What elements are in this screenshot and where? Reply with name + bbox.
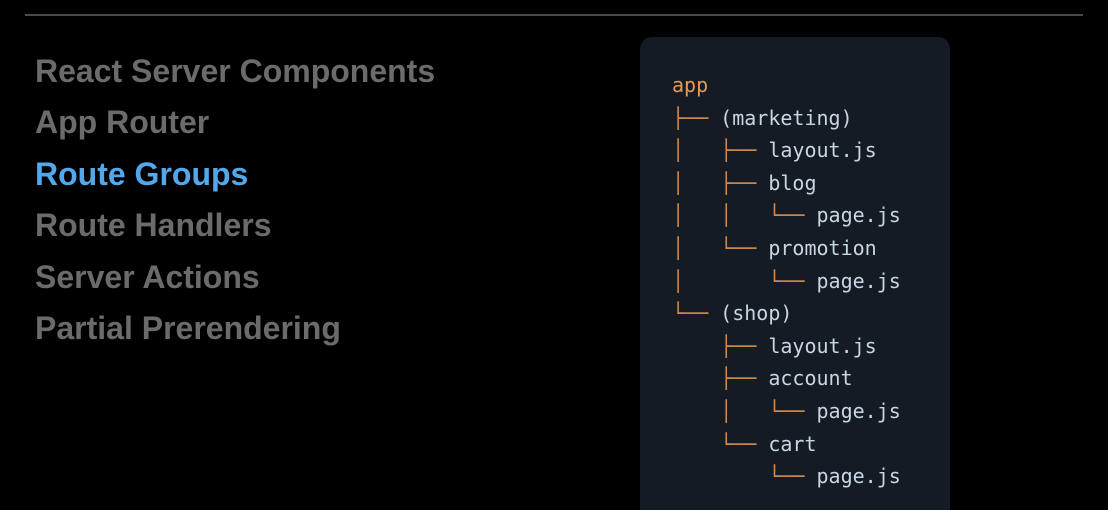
tree-label: blog bbox=[768, 170, 817, 195]
tree-node-promotion-page: │ └── page.js bbox=[672, 265, 901, 298]
file-tree: app ├── (marketing) │ ├── layout.js │ ├─… bbox=[672, 69, 901, 493]
tree-node-blog: │ ├── blog bbox=[672, 167, 901, 200]
tree-node-account: ├── account bbox=[672, 362, 901, 395]
topic-server-actions[interactable]: Server Actions bbox=[35, 258, 260, 295]
tree-label: page.js bbox=[816, 464, 901, 489]
tree-guide: │ ├── bbox=[672, 170, 769, 195]
tree-guide: └── bbox=[672, 431, 769, 456]
tree-guide: │ └── bbox=[672, 268, 817, 293]
tree-guide: │ └── bbox=[672, 235, 769, 260]
tree-node-shop-layout: ├── layout.js bbox=[672, 330, 901, 363]
topic-react-server-components[interactable]: React Server Components bbox=[35, 53, 436, 89]
tree-label: (shop) bbox=[720, 301, 793, 326]
tree-label: layout.js bbox=[768, 333, 877, 358]
file-tree-panel: app ├── (marketing) │ ├── layout.js │ ├─… bbox=[640, 37, 950, 510]
tree-guide: │ ├── bbox=[672, 138, 769, 163]
tree-guide: ├── bbox=[672, 333, 769, 358]
tree-node-app: app bbox=[672, 69, 901, 102]
tree-node-promotion: │ └── promotion bbox=[672, 232, 901, 265]
tree-node-marketing-layout: │ ├── layout.js bbox=[672, 134, 901, 167]
tree-node-account-page: │ └── page.js bbox=[672, 395, 901, 428]
tree-label: account bbox=[768, 366, 853, 391]
tree-node-marketing: ├── (marketing) bbox=[672, 102, 901, 135]
topic-list: React Server Components App Router Route… bbox=[35, 46, 435, 354]
tree-guide: └── bbox=[672, 464, 817, 489]
tree-label: page.js bbox=[816, 203, 901, 228]
tree-label: page.js bbox=[816, 268, 901, 293]
topic-route-handlers[interactable]: Route Handlers bbox=[35, 207, 272, 244]
tree-guide: ├── bbox=[672, 366, 769, 391]
tree-label: (marketing) bbox=[720, 105, 853, 130]
tree-node-cart: └── cart bbox=[672, 428, 901, 461]
topic-app-router[interactable]: App Router bbox=[35, 104, 210, 141]
tree-label: layout.js bbox=[768, 138, 877, 163]
tree-guide: │ └── bbox=[672, 398, 817, 423]
top-divider bbox=[25, 14, 1083, 16]
tree-node-blog-page: │ │ └── page.js bbox=[672, 199, 901, 232]
topic-partial-prerendering[interactable]: Partial Prerendering bbox=[35, 309, 341, 346]
tree-label: page.js bbox=[816, 398, 901, 423]
tree-label: cart bbox=[768, 431, 817, 456]
tree-node-shop: └── (shop) bbox=[672, 297, 901, 330]
tree-guide: ├── bbox=[672, 105, 721, 130]
topic-route-groups[interactable]: Route Groups bbox=[35, 155, 249, 192]
tree-node-cart-page: └── page.js bbox=[672, 460, 901, 493]
tree-guide: │ │ └── bbox=[672, 203, 817, 228]
tree-guide: └── bbox=[672, 301, 721, 326]
tree-label: promotion bbox=[768, 235, 877, 260]
tree-label: app bbox=[672, 73, 709, 97]
